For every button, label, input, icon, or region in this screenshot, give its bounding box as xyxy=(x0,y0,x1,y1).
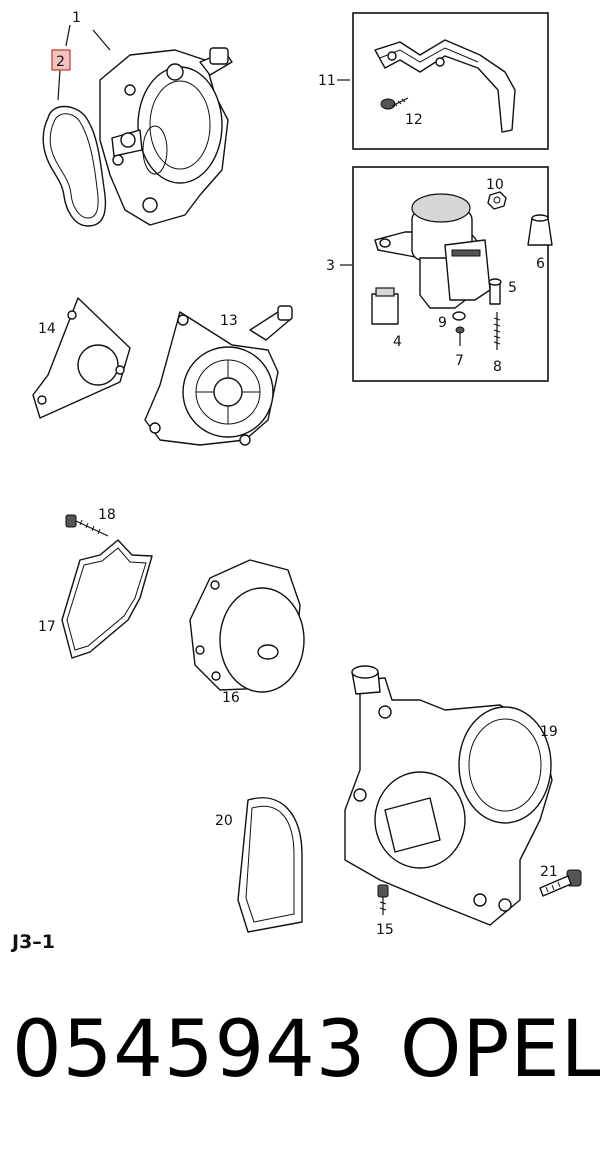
part-3-solenoid-valve xyxy=(374,193,491,309)
part-13-pump xyxy=(144,305,293,446)
leader-2 xyxy=(57,69,61,101)
part-16-pump xyxy=(189,559,305,693)
part-17-gasket xyxy=(61,539,153,659)
callout-17: 17 xyxy=(38,619,56,635)
part-4-connector xyxy=(371,287,399,325)
part-21-bolt xyxy=(539,869,582,897)
part-14-gasket xyxy=(32,297,131,419)
callout-11: 11 xyxy=(318,73,336,89)
part-11-bracket xyxy=(374,39,516,133)
part-2-seal xyxy=(42,105,107,227)
part-1-vacuum-pump xyxy=(99,47,233,226)
callout-12: 12 xyxy=(405,112,423,128)
callout-9: 9 xyxy=(438,315,447,331)
part-6-grommet xyxy=(527,214,553,246)
part-9-washer xyxy=(452,311,466,321)
callout-6: 6 xyxy=(536,256,545,272)
callout-7: 7 xyxy=(455,353,464,369)
part-8-stud xyxy=(493,312,501,350)
part-number: 0545943 xyxy=(12,1005,367,1095)
callout-5: 5 xyxy=(508,280,517,296)
bracket-inset-box xyxy=(352,12,549,150)
callout-21: 21 xyxy=(540,864,558,880)
part-5-sleeve xyxy=(488,278,502,305)
callout-18: 18 xyxy=(98,507,116,523)
part-7-screw xyxy=(455,326,465,346)
callout-8: 8 xyxy=(493,359,502,375)
callout-20: 20 xyxy=(215,813,233,829)
brand-name: OPEL xyxy=(400,1005,600,1095)
callout-2-highlight xyxy=(51,49,71,71)
part-12-bolt xyxy=(380,97,409,110)
leader-1b xyxy=(65,24,71,47)
callout-4: 4 xyxy=(393,334,402,350)
leader-1 xyxy=(92,29,111,51)
callout-14: 14 xyxy=(38,321,56,337)
part-15-bolt xyxy=(377,884,389,915)
part-18-bolt xyxy=(65,514,109,537)
callout-16: 16 xyxy=(222,690,240,706)
callout-2: 2 xyxy=(56,54,65,70)
callout-13: 13 xyxy=(220,313,238,329)
callout-19: 19 xyxy=(540,724,558,740)
part-10-nut xyxy=(487,191,507,210)
callout-10: 10 xyxy=(486,177,504,193)
callout-15: 15 xyxy=(376,922,394,938)
part-19-vacuum-pump xyxy=(344,665,553,926)
part-20-seal xyxy=(237,797,303,933)
callout-3: 3 xyxy=(326,258,335,274)
callout-1: 1 xyxy=(72,10,81,26)
section-label: J3–1 xyxy=(10,931,55,953)
